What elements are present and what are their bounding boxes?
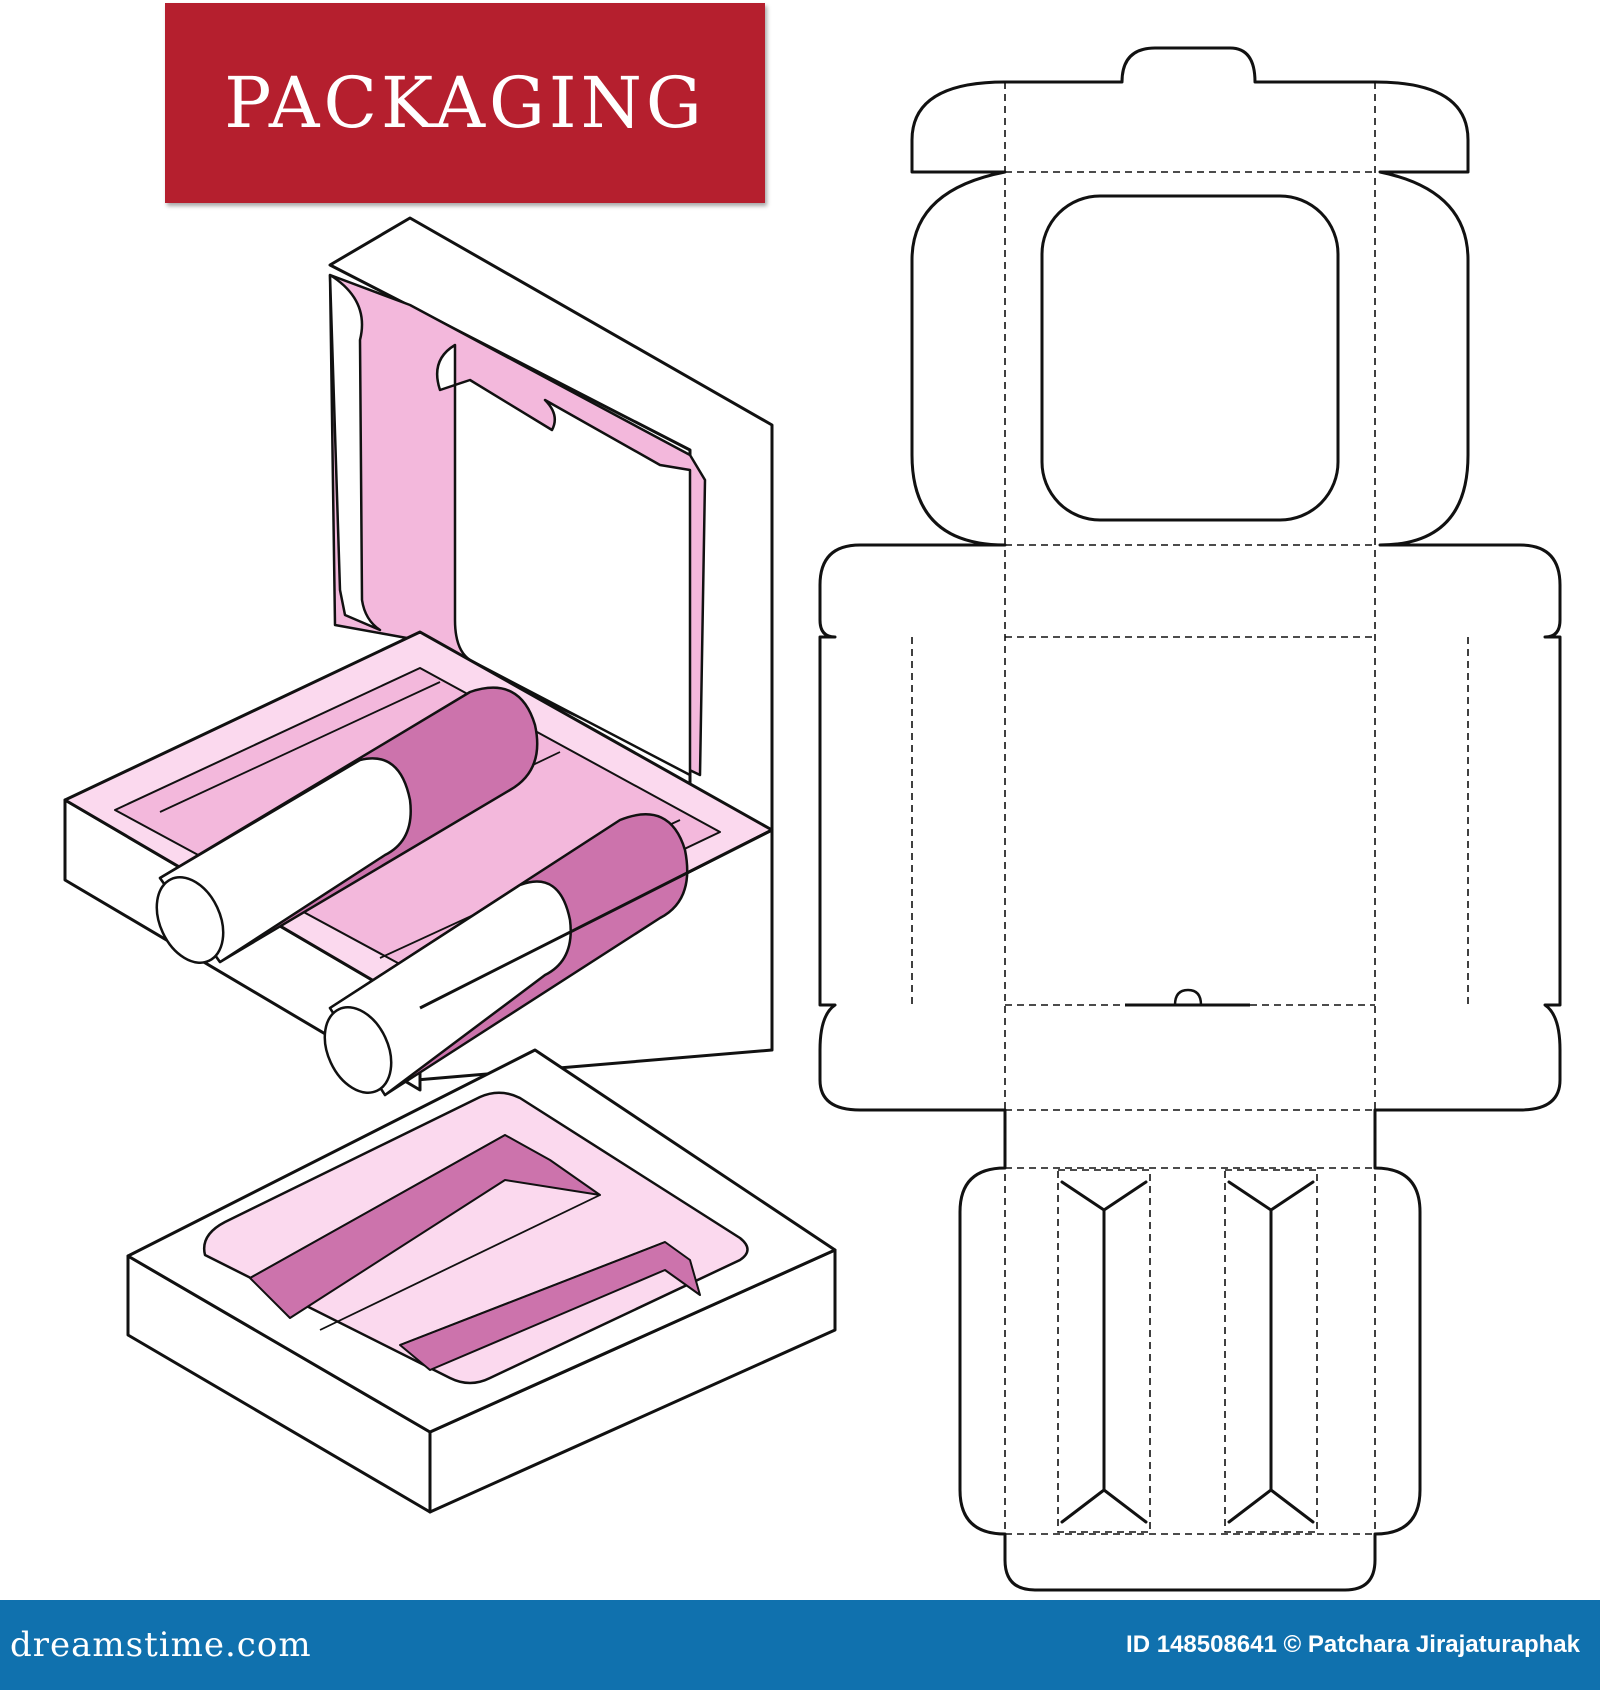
footer-credit: ID 148508641 © Patchara Jirajaturaphak: [1126, 1631, 1580, 1658]
insert-cavity: [202, 1091, 749, 1385]
open-box-illustration: [63, 216, 774, 1097]
lipstick-tube-2: [323, 813, 689, 1097]
title-banner: PACKAGING: [165, 3, 765, 203]
lid-left-flap: [328, 273, 382, 632]
insert-tray-illustration: [126, 1048, 837, 1514]
lid-white-panel: [435, 343, 692, 777]
dieline-outline: [818, 46, 1562, 1592]
packaging-illustration: [63, 46, 1562, 1592]
dieline-slot-left: [1057, 1169, 1151, 1533]
lipstick-tube-1: [155, 686, 539, 964]
dieline-slot-right: [1224, 1169, 1318, 1533]
footer-logo: dreamstime.com: [10, 1625, 312, 1665]
footer-bar: dreamstime.com ID 148508641 © Patchara J…: [0, 1600, 1600, 1690]
dieline-template: [818, 46, 1562, 1592]
title-text: PACKAGING: [224, 62, 706, 144]
dieline-window: [1040, 194, 1340, 522]
